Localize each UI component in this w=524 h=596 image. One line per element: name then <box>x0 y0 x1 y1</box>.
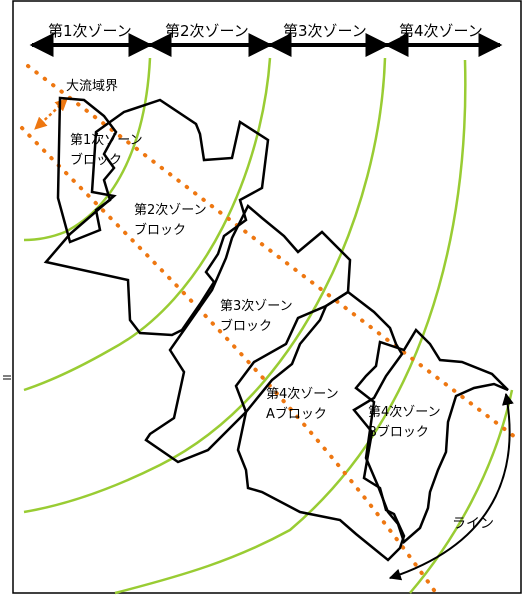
zone-3-label: 第3次ゾーン <box>283 22 367 40</box>
dotted-line <box>26 64 517 439</box>
block-outline-zone4a <box>236 290 406 562</box>
contour-line <box>114 59 467 595</box>
block-1-label-line1: 第1次ゾーン <box>70 132 143 148</box>
contour-lines <box>23 57 514 595</box>
dotted-lines <box>20 64 517 595</box>
line-label: ライン <box>452 516 494 532</box>
block-outline-zone1 <box>56 96 118 244</box>
block-4a-label-line1: 第4次ゾーン <box>266 386 339 402</box>
zone-4-label: 第4次ゾーン <box>399 22 483 40</box>
block-4b-label-line2: Bブロック <box>368 424 429 440</box>
diagram-frame <box>12 0 522 594</box>
block-4a-label-line2: Aブロック <box>266 406 327 422</box>
zone-header: 第1次ゾーン 第2次ゾーン 第3次ゾーン 第4次ゾーン <box>29 22 503 57</box>
block-outline-zone2 <box>43 98 270 337</box>
block-3-label-line2: ブロック <box>220 318 272 334</box>
boundary-label: 大流域界 <box>66 79 118 94</box>
line-arrow <box>388 392 514 581</box>
block-2-label-line1: 第2次ゾーン <box>134 202 207 218</box>
contour-line <box>23 57 272 392</box>
dotted-line <box>20 126 438 595</box>
zone-2-label: 第2次ゾーン <box>165 22 249 40</box>
zone-1-label: 第1次ゾーン <box>48 22 132 40</box>
block-4b-label-line1: 第4次ゾーン <box>368 404 441 420</box>
block-3-label-line1: 第3次ゾーン <box>220 298 293 314</box>
block-1-label-line2: ブロック <box>70 152 122 168</box>
boundary-arrow <box>34 98 68 130</box>
contour-line <box>23 57 387 514</box>
contour-line <box>23 57 152 242</box>
block-2-label-line2: ブロック <box>134 222 186 238</box>
block-outline-zone3 <box>144 204 352 464</box>
